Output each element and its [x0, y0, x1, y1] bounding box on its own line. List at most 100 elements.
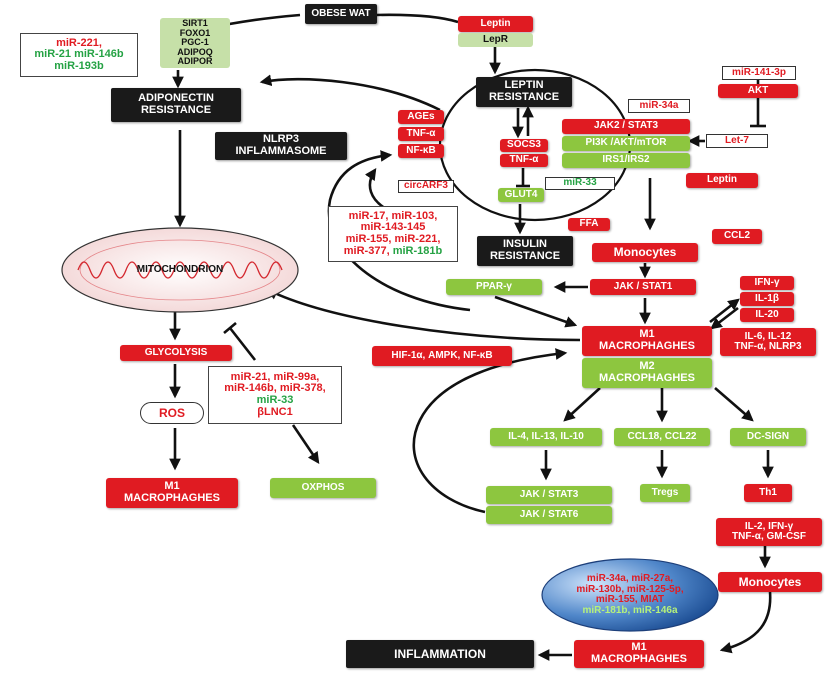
sirt-item: FOXO1 — [179, 27, 211, 38]
sirt-item: PGC-1 — [181, 37, 209, 48]
insulin-line: INSULIN — [503, 238, 547, 251]
let7-box: Let-7 — [706, 134, 768, 148]
lepr-box: LepR — [458, 33, 533, 47]
ages-box: AGEs — [398, 110, 444, 124]
glut4-box: GLUT4 — [498, 188, 544, 202]
ros-box: ROS — [140, 402, 204, 424]
mitochondrion-shape — [61, 227, 299, 313]
jak-stat1-box: JAK / STAT1 — [590, 279, 696, 295]
adipo-line: RESISTANCE — [140, 104, 212, 116]
ppar-to-m1 — [494, 295, 578, 328]
nlrp3-line: NLRP3 — [262, 133, 300, 146]
jak-stat3-box: JAK / STAT3 — [486, 486, 612, 504]
monocytes-bottom-box: Monocytes — [718, 572, 822, 592]
leptin-right-box: Leptin — [686, 173, 758, 188]
adiponectin-resistance-box: ADIPONECTIN RESISTANCE — [111, 88, 241, 122]
mir-box-lower: miR-21, miR-99a, miR-146b, miR-378, miR-… — [208, 366, 342, 424]
mir-label: βLNC1 — [257, 405, 293, 418]
mir-inhibit — [228, 327, 257, 361]
ccl2-box: CCL2 — [712, 229, 762, 244]
mono-to-m1 — [719, 591, 772, 654]
th1-box: Th1 — [744, 484, 792, 502]
il6-line: TNF-α, NLRP3 — [734, 341, 802, 352]
m1-macro-bottom-box: M1 MACROPHAGHES — [574, 640, 704, 668]
ccl18-box: CCL18, CCL22 — [614, 428, 710, 446]
hif-box: HIF-1α, AMPK, NF-κB — [372, 346, 512, 366]
nf-kb-box: NF-κB — [398, 144, 444, 158]
arc-to-adipo — [259, 74, 441, 112]
m2-to-il4 — [563, 387, 601, 422]
mir-label: miR-17, miR-103, — [348, 209, 438, 222]
m1-left-line: M1 — [164, 480, 180, 493]
akt-box: AKT — [718, 84, 798, 98]
ppar-box: PPAR-γ — [446, 279, 542, 295]
tnf-a-box: TNF-α — [398, 127, 444, 141]
circarf3-box: circARF3 — [398, 180, 454, 193]
mir-label: miR-21, miR-99a, — [230, 370, 320, 383]
m1-to-mito — [265, 288, 581, 342]
nlrp3-box: NLRP3 INFLAMMASOME — [215, 132, 347, 160]
mir-label: miR-155, miR-221, — [345, 233, 441, 245]
ifn-to-m1 — [710, 306, 739, 330]
mitochondrion-label: MITOCHONDRION — [136, 263, 224, 275]
il-1b-box: IL-1β — [740, 292, 794, 306]
m2-line: MACROPHAGHES — [599, 372, 695, 384]
adipo-line: ADIPONECTIN — [138, 92, 214, 105]
mirna-ellipse-shape — [541, 558, 719, 632]
mir-label: miR-377, — [343, 244, 393, 257]
obese-wat-box: OBESE WAT — [305, 4, 377, 24]
m1-macro-left-box: M1 MACROPHAGHES — [106, 478, 238, 508]
mir-label-row: miR-377, miR-181b — [343, 244, 443, 258]
nlrp3-line: INFLAMMASOME — [235, 145, 327, 157]
glycolysis-box: GLYCOLYSIS — [120, 345, 232, 361]
m2-to-dc — [714, 387, 754, 422]
curve-circarf — [364, 168, 389, 212]
ffa-box: FFA — [568, 218, 610, 231]
mir-label: miR-130b, miR-125-5p, — [576, 583, 684, 595]
mir-34a-top-box: miR-34a — [628, 99, 690, 113]
il2-box: IL-2, IFN-γ TNF-α, GM-CSF — [716, 518, 822, 546]
mir-label: miR-34a, miR-27a, — [586, 573, 674, 584]
leptin-res-line: LEPTIN — [504, 79, 544, 92]
il4-box: IL-4, IL-13, IL-10 — [490, 428, 602, 446]
mir-label: miR-143-145 — [360, 221, 426, 234]
mir-box-topleft: miR-221, miR-21 miR-146b miR-193b — [20, 33, 138, 77]
mir-label: miR-33 — [256, 394, 294, 406]
dcsign-box: DC-SIGN — [730, 428, 806, 446]
sirt-item: ADIPOQ — [177, 46, 213, 57]
pi3k-box: PI3K /AKT/mTOR — [562, 136, 690, 151]
monocytes-mid-box: Monocytes — [592, 243, 698, 262]
il2-line: IL-2, IFN-γ — [744, 520, 794, 532]
m1-line: M1 — [639, 328, 655, 341]
jak-stat6-box: JAK / STAT6 — [486, 506, 612, 524]
sirt-item: ADIPOR — [177, 56, 213, 67]
jak2-stat3-box: JAK2 / STAT3 — [562, 119, 690, 134]
mir-label: miR-21 miR-146b — [34, 48, 124, 61]
il-20-box: IL-20 — [740, 308, 794, 322]
leptin-resistance-box: LEPTIN RESISTANCE — [476, 77, 572, 107]
sirt-list-box: SIRT1 FOXO1 PGC-1 ADIPOQ ADIPOR — [160, 18, 230, 68]
m1-macro-box: M1 MACROPHAGHES — [582, 326, 712, 356]
m1-left-line: MACROPHAGHES — [124, 492, 220, 504]
il2-line: TNF-α, GM-CSF — [732, 531, 806, 542]
mir-33-top-box: miR-33 — [545, 177, 615, 190]
insulin-line: RESISTANCE — [489, 250, 561, 262]
mir-label: miR-181b — [392, 244, 443, 257]
cycle-arc-right — [374, 13, 459, 24]
mir-label: miR-181b, miR-146a — [582, 604, 678, 616]
mir-ellipse-text: miR-34a, miR-27a, miR-130b, miR-125-5p, … — [548, 570, 712, 620]
il6-line: IL-6, IL-12 — [744, 330, 792, 342]
m2-macro-box: M2 MACROPHAGHES — [582, 358, 712, 388]
m1-line: MACROPHAGHES — [599, 340, 695, 352]
il6-box: IL-6, IL-12 TNF-α, NLRP3 — [720, 328, 816, 356]
mir-label: miR-221, — [56, 36, 102, 49]
m1-bottom-line: MACROPHAGHES — [591, 653, 687, 665]
irs-box: IRS1/IRS2 — [562, 153, 690, 168]
ifn-g-box: IFN-γ — [740, 276, 794, 290]
leptin-res-line: RESISTANCE — [488, 91, 560, 103]
to-oxphos — [291, 424, 320, 464]
socs3-box: SOCS3 — [500, 139, 548, 152]
oxphos-box: OXPHOS — [270, 478, 376, 498]
mir-box-middle: miR-17, miR-103, miR-143-145 miR-155, mi… — [328, 206, 458, 262]
